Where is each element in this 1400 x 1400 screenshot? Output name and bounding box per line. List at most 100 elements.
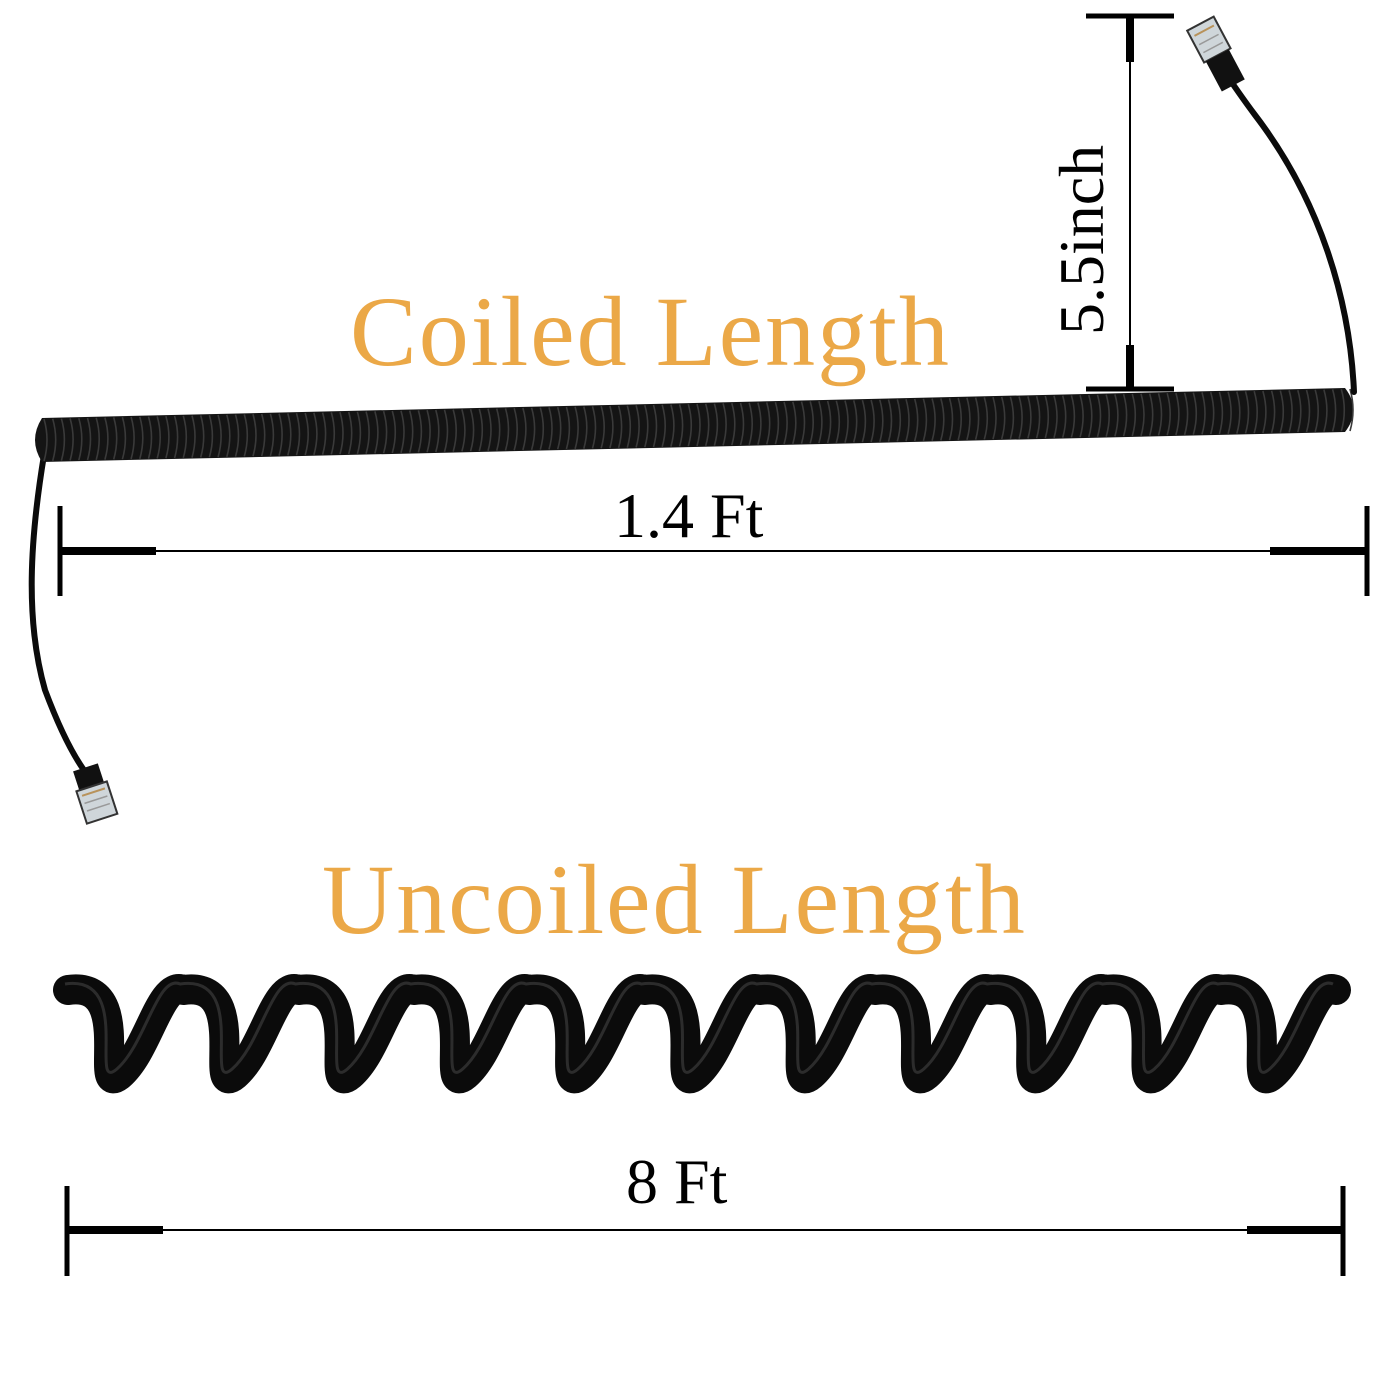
- coil-ring: [748, 402, 753, 446]
- coil-ring: [365, 411, 370, 454]
- coil-ring: [556, 406, 562, 450]
- coil-ring: [1140, 393, 1145, 437]
- coil-ring: [452, 409, 457, 452]
- coil-ring: [1148, 393, 1154, 436]
- coil-ring: [792, 401, 797, 445]
- coil-ring: [617, 405, 623, 449]
- coil-ring: [852, 400, 858, 443]
- coil-ring: [443, 409, 449, 453]
- coil-ring: [182, 415, 188, 459]
- coiled-cable-right-tail: [1219, 65, 1357, 395]
- coil-ring: [948, 397, 954, 441]
- coil-ring: [1192, 392, 1198, 435]
- coil-ring: [574, 406, 579, 450]
- coil-ring: [1305, 389, 1311, 433]
- coil-ring: [43, 418, 48, 462]
- coil-ring: [400, 410, 405, 454]
- coil-ring: [1131, 393, 1137, 437]
- coil-ring: [879, 399, 884, 443]
- coil-ring: [304, 412, 309, 456]
- coil-ring: [461, 409, 466, 452]
- coil-ring: [713, 403, 719, 446]
- coil-ring: [565, 406, 571, 450]
- coil-ring: [1297, 389, 1302, 433]
- coil-ring: [147, 416, 153, 459]
- rj-connector-right: [1185, 15, 1245, 92]
- coiled-length-title: Coiled Length: [350, 276, 951, 387]
- coil-ring: [1270, 390, 1276, 434]
- coil-ring: [1218, 391, 1224, 435]
- coil-ring: [69, 418, 74, 461]
- coil-ring: [513, 407, 518, 451]
- coil-ring: [783, 401, 788, 445]
- coil-ring: [1122, 393, 1128, 437]
- coil-ring: [347, 411, 353, 455]
- coil-ring: [809, 401, 814, 444]
- coil-height-dimension: [1086, 13, 1174, 392]
- coil-ring: [861, 399, 867, 443]
- coil-ring: [408, 410, 414, 453]
- coil-ring: [156, 416, 161, 459]
- coil-ring: [469, 408, 475, 452]
- coil-ring: [435, 409, 440, 453]
- coil-ring: [1018, 396, 1023, 439]
- coil-ring: [1096, 394, 1102, 438]
- coiled-length-value: 1.4 Ft: [614, 480, 764, 551]
- coil-ring: [1157, 393, 1163, 436]
- coil-ring: [191, 415, 196, 458]
- coil-ring: [530, 407, 536, 451]
- coil-ring: [278, 413, 283, 456]
- uncoiled-length-value: 8 Ft: [626, 1146, 728, 1217]
- coil-ring: [1331, 389, 1337, 432]
- coil-ring: [382, 410, 388, 454]
- coil-ring: [252, 413, 257, 457]
- coil-ring: [1105, 394, 1110, 437]
- coil-ring: [966, 397, 971, 441]
- coil-ring: [896, 399, 902, 442]
- coil-ring: [104, 417, 109, 460]
- coil-ring: [931, 398, 936, 441]
- coil-ring: [844, 400, 849, 443]
- coil-ring: [426, 409, 431, 453]
- coil-ring: [696, 403, 701, 447]
- coil-ring: [1253, 390, 1258, 434]
- coil-ring: [1323, 389, 1328, 432]
- coil-ring: [1027, 396, 1032, 439]
- coil-ring: [922, 398, 928, 442]
- coil-ring: [391, 410, 397, 454]
- coil-ring: [121, 416, 127, 460]
- coiled-length-dimension: [57, 506, 1370, 596]
- uncoiled-length-dimension: [64, 1186, 1346, 1276]
- coil-ring: [260, 413, 266, 457]
- coil-ring: [495, 408, 501, 451]
- coil-ring: [661, 404, 666, 448]
- coil-ring: [1279, 390, 1285, 433]
- uncoiled-length-title: Uncoiled Length: [322, 844, 1027, 955]
- coil-ring: [78, 417, 83, 461]
- coil-ring: [339, 411, 344, 455]
- coil-height-value: 5.5inch: [1046, 144, 1117, 335]
- coil-ring: [731, 402, 736, 446]
- coil-ring: [600, 405, 605, 449]
- coil-ring: [652, 404, 658, 448]
- coil-ring: [95, 417, 100, 461]
- coil-ring: [670, 404, 675, 447]
- coil-ring: [539, 407, 545, 450]
- coil-ring: [1061, 395, 1067, 438]
- coil-ring: [644, 404, 649, 448]
- coil-ring: [417, 410, 423, 453]
- coil-ring: [1088, 394, 1093, 438]
- coil-ring: [199, 415, 205, 458]
- coil-ring: [130, 416, 135, 460]
- coil-ring: [86, 417, 92, 461]
- uncoiled-cable-spiral: [53, 974, 1351, 1094]
- coil-ring: [687, 403, 693, 447]
- coil-ring: [905, 398, 910, 442]
- coil-ring: [548, 407, 553, 450]
- coil-ring: [1009, 396, 1015, 440]
- coil-ring: [1183, 392, 1189, 436]
- coil-ring: [1209, 391, 1215, 435]
- coil-ring: [609, 405, 614, 449]
- coil-ring: [835, 400, 841, 444]
